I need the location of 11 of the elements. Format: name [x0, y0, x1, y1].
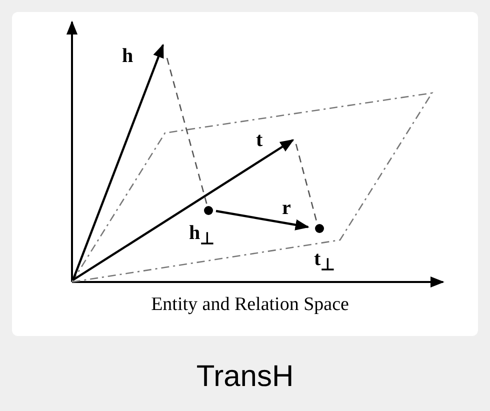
vector-arrow: [72, 44, 164, 280]
caption: TransH: [195, 360, 295, 394]
vector-arrow: [72, 139, 294, 281]
vector-label: h$_{⊥}$: [189, 223, 216, 249]
projection-line: [166, 58, 208, 206]
projection-line: [295, 144, 318, 224]
vector-label: t$_{⊥}$: [314, 249, 336, 275]
vector-arrow: [216, 210, 310, 230]
vector-label: t: [256, 130, 263, 150]
vector-label: h: [122, 46, 134, 66]
axis-caption: Entity and Relation Space: [150, 294, 350, 316]
